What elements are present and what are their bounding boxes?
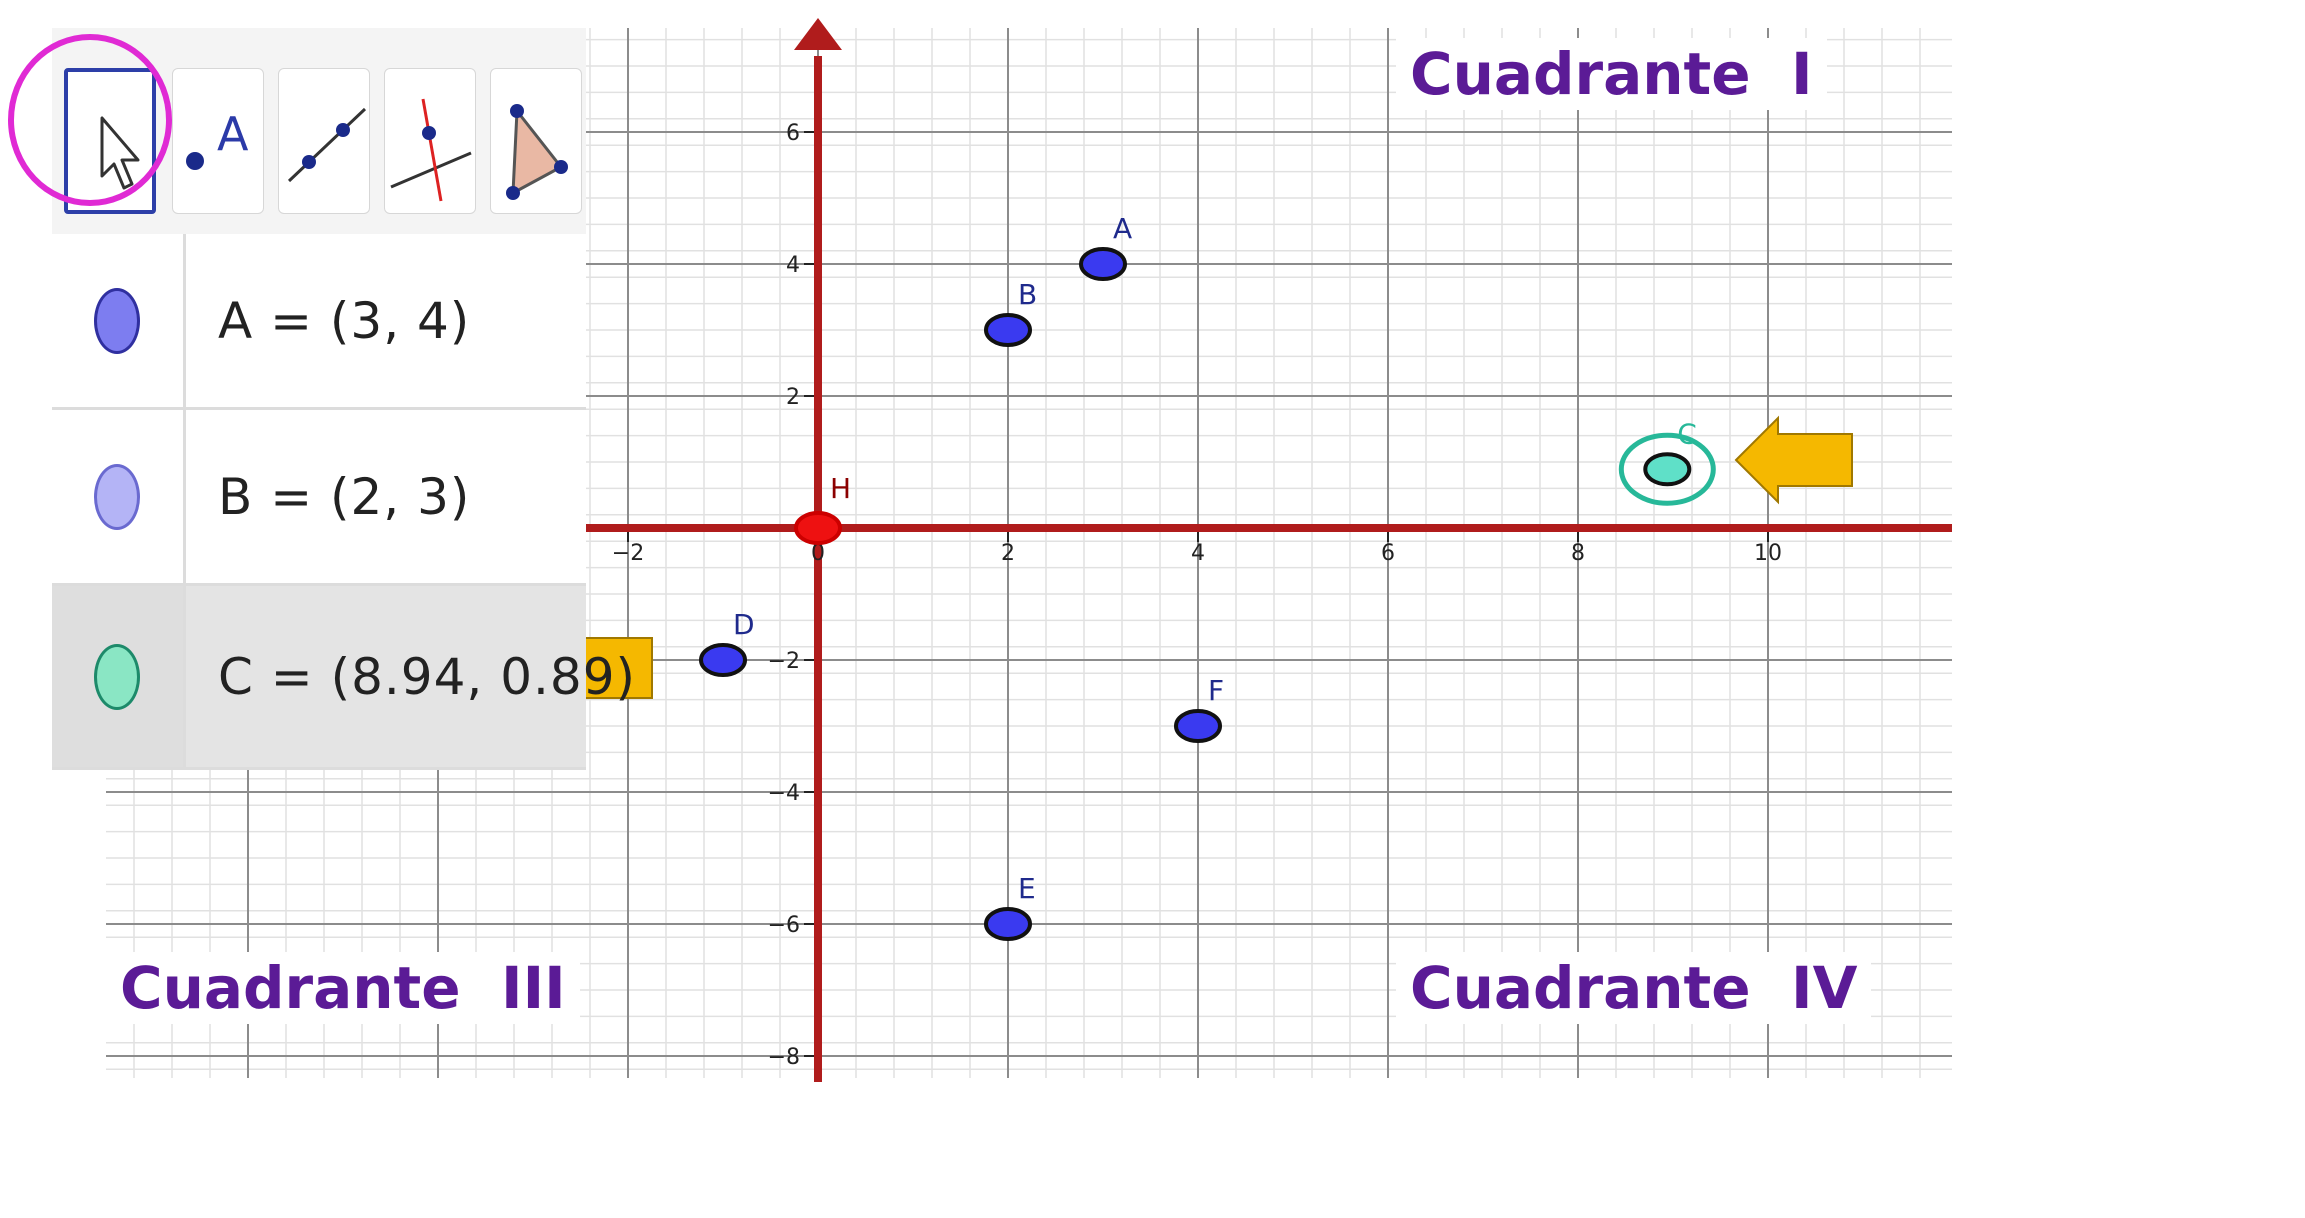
x-tick-label: 0 bbox=[811, 541, 825, 566]
y-tick-label: −4 bbox=[768, 781, 800, 806]
point-b[interactable]: B bbox=[984, 278, 1037, 347]
x-tick-label: 10 bbox=[1754, 541, 1782, 566]
visibility-toggle[interactable] bbox=[52, 586, 186, 767]
point-f[interactable]: F bbox=[1174, 674, 1224, 743]
x-tick-label: 2 bbox=[1001, 541, 1015, 566]
point-marker[interactable] bbox=[1174, 709, 1222, 743]
point-label: F bbox=[1208, 674, 1224, 707]
algebra-view: A = (3, 4) B = (2, 3) C = (8.94, 0.89) bbox=[52, 234, 635, 770]
y-tick-label: −2 bbox=[768, 649, 800, 674]
point-label: D bbox=[733, 608, 755, 641]
point-label: E bbox=[1018, 872, 1036, 905]
line-tool-button[interactable] bbox=[278, 68, 370, 214]
y-tick-label: −6 bbox=[768, 913, 800, 938]
point-marker-icon bbox=[94, 463, 140, 530]
algebra-row-a[interactable]: A = (3, 4) bbox=[52, 234, 586, 410]
x-tick-label: 4 bbox=[1191, 541, 1205, 566]
y-tick-label: 6 bbox=[786, 121, 800, 146]
point-e[interactable]: E bbox=[984, 872, 1036, 941]
y-tick-label: −8 bbox=[768, 1045, 800, 1070]
x-tick-label: −2 bbox=[612, 541, 644, 566]
point-h[interactable]: H bbox=[794, 472, 851, 545]
point-label: H bbox=[830, 472, 851, 505]
point-marker[interactable] bbox=[984, 313, 1032, 347]
polygon-tool-button[interactable] bbox=[490, 68, 582, 214]
algebra-expression: C = (8.94, 0.89) bbox=[218, 647, 637, 706]
polygon-icon bbox=[506, 104, 568, 200]
point-tool-letter: A bbox=[217, 107, 249, 161]
algebra-expression: B = (2, 3) bbox=[218, 467, 471, 526]
y-axis-arrowhead bbox=[794, 18, 842, 50]
point-marker[interactable] bbox=[1079, 247, 1127, 281]
algebra-expression: A = (3, 4) bbox=[218, 291, 471, 350]
point-marker-icon bbox=[94, 287, 140, 354]
highlight-circle bbox=[8, 34, 172, 206]
point-label: B bbox=[1018, 278, 1037, 311]
point-marker[interactable] bbox=[699, 643, 747, 677]
point-icon bbox=[186, 152, 204, 170]
line-through-points-icon bbox=[287, 107, 367, 183]
x-tick-label: 6 bbox=[1381, 541, 1395, 566]
point-c[interactable]: C bbox=[1618, 417, 1716, 506]
point-marker[interactable] bbox=[984, 907, 1032, 941]
point-tool-button[interactable]: A bbox=[172, 68, 264, 214]
point-marker[interactable] bbox=[1643, 452, 1692, 487]
quadrant-label-1: Cuadrante I bbox=[1396, 38, 1827, 110]
visibility-toggle[interactable] bbox=[52, 410, 186, 583]
arrow-left-icon bbox=[1734, 415, 1853, 505]
point-marker-icon bbox=[94, 643, 140, 710]
tick-labels: −2 0 2 4 6 8 10 6 4 2 −2 −4 −6 −8 bbox=[612, 121, 1782, 1070]
quadrant-label-3: Cuadrante III bbox=[106, 952, 580, 1024]
points[interactable]: A B C D E F H bbox=[699, 212, 1716, 941]
quadrant-label-4: Cuadrante IV bbox=[1396, 952, 1872, 1024]
point-label: C bbox=[1677, 417, 1697, 450]
visibility-toggle[interactable] bbox=[52, 234, 186, 407]
perpendicular-line-tool-button[interactable] bbox=[384, 68, 476, 214]
x-tick-label: 8 bbox=[1571, 541, 1585, 566]
algebra-row-c[interactable]: C = (8.94, 0.89) bbox=[52, 586, 635, 770]
point-label: A bbox=[1113, 212, 1132, 245]
y-tick-label: 2 bbox=[786, 385, 800, 410]
selection-halo bbox=[1618, 432, 1716, 506]
algebra-row-b[interactable]: B = (2, 3) bbox=[52, 410, 586, 586]
point-d[interactable]: D bbox=[699, 608, 755, 677]
point-a[interactable]: A bbox=[1079, 212, 1132, 281]
point-marker[interactable] bbox=[794, 511, 842, 545]
y-tick-label: 4 bbox=[786, 253, 800, 278]
perpendicular-line-icon bbox=[390, 98, 472, 202]
